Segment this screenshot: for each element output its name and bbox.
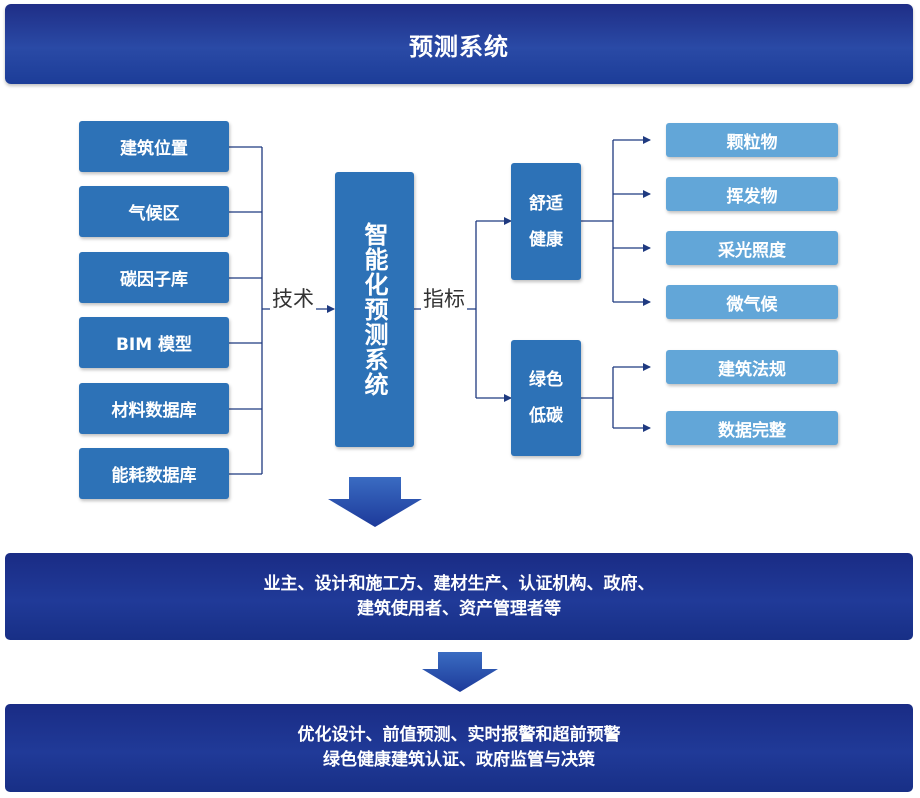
input-energy-db: 能耗数据库	[79, 448, 229, 499]
input-carbon-factor-db: 碳因子库	[79, 252, 229, 303]
group-comfort-line1: 舒适	[529, 193, 563, 214]
outcomes-line1: 优化设计、前值预测、实时报警和超前预警	[297, 725, 621, 745]
center-system: 智能化预测系统	[335, 172, 414, 447]
output-illuminance: 采光照度	[666, 231, 838, 265]
input-material-db: 材料数据库	[79, 383, 229, 434]
input-bim-model: BIM 模型	[79, 317, 229, 368]
output-data-integrity: 数据完整	[666, 411, 838, 445]
outcomes-line2: 绿色健康建筑认证、政府监管与决策	[323, 750, 595, 770]
input-climate-zone: 气候区	[79, 186, 229, 237]
group-green-line1: 绿色	[529, 370, 563, 390]
label-technology: 技术	[270, 283, 316, 313]
down-arrow-2	[422, 652, 498, 692]
input-building-location: 建筑位置	[79, 121, 229, 172]
label-indicator: 指标	[421, 283, 467, 313]
stakeholders-banner: 业主、设计和施工方、建材生产、认证机构、政府、 建筑使用者、资产管理者等	[5, 553, 913, 640]
outcomes-banner: 优化设计、前值预测、实时报警和超前预警 绿色健康建筑认证、政府监管与决策	[5, 704, 913, 792]
output-volatiles: 挥发物	[666, 177, 838, 211]
group-green-lowcarbon: 绿色 低碳	[511, 340, 581, 456]
group-green-line2: 低碳	[529, 406, 563, 426]
stakeholders-line2: 建筑使用者、资产管理者等	[357, 598, 561, 619]
stakeholders-line1: 业主、设计和施工方、建材生产、认证机构、政府、	[263, 573, 655, 594]
output-building-regulations: 建筑法规	[666, 350, 838, 384]
group-comfort-line2: 健康	[529, 229, 563, 250]
group-comfort-health: 舒适 健康	[511, 163, 581, 280]
header-title: 预测系统	[5, 4, 913, 84]
output-particulates: 颗粒物	[666, 123, 838, 157]
output-microclimate: 微气候	[666, 285, 838, 319]
down-arrow-1	[328, 477, 422, 527]
